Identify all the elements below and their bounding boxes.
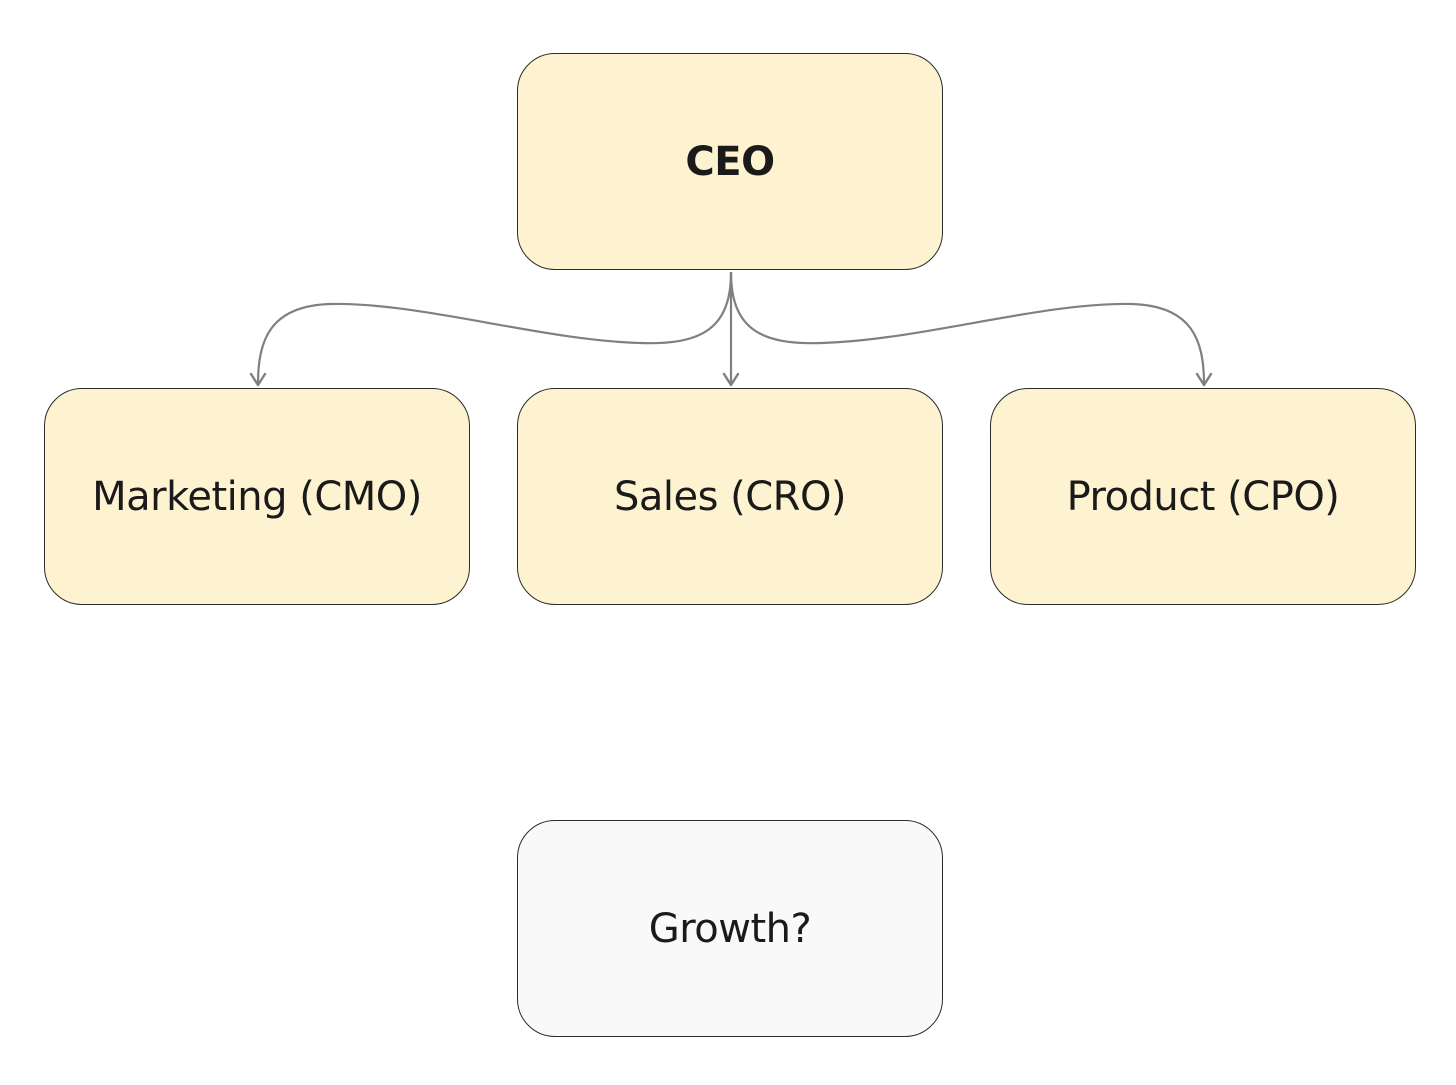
node-growth-label: Growth? (648, 905, 812, 952)
arrowhead-cmo (249, 372, 267, 387)
node-sales-cro[interactable]: Sales (CRO) (517, 388, 943, 605)
node-marketing-cmo-label: Marketing (CMO) (92, 473, 422, 520)
node-growth[interactable]: Growth? (517, 820, 943, 1037)
node-marketing-cmo[interactable]: Marketing (CMO) (44, 388, 470, 605)
edge-ceo-cpo (729, 271, 1206, 385)
arrowhead-cro (722, 372, 740, 387)
node-product-cpo-label: Product (CPO) (1066, 473, 1340, 520)
edge-ceo-cmo (256, 271, 733, 385)
node-sales-cro-label: Sales (CRO) (613, 473, 847, 520)
arrowhead-cpo (1195, 372, 1213, 387)
node-ceo[interactable]: CEO (517, 53, 943, 270)
node-ceo-label: CEO (685, 138, 775, 185)
node-product-cpo[interactable]: Product (CPO) (990, 388, 1416, 605)
